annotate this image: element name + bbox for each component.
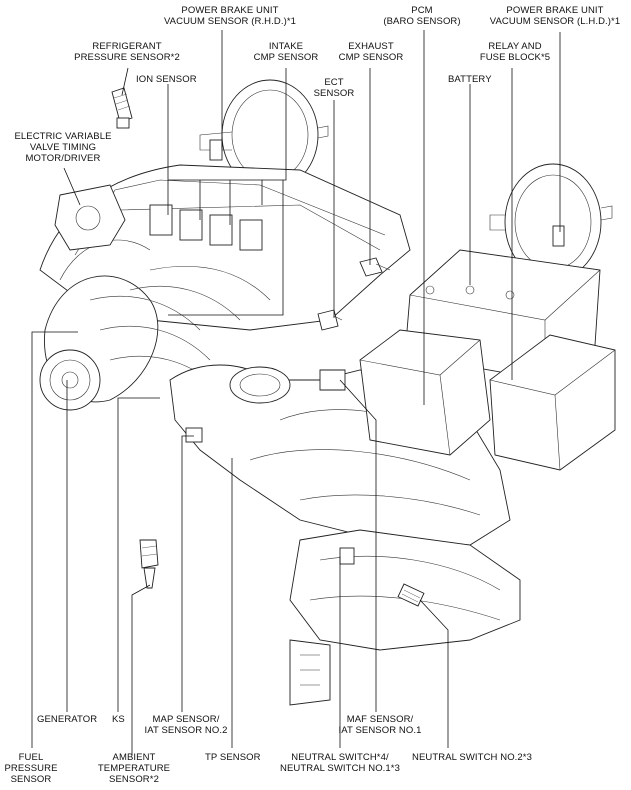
label-generator: GENERATOR (37, 714, 98, 725)
ambient-temperature-sensor (139, 539, 159, 589)
relay-fuse-block (489, 334, 616, 471)
label-map-sensor-iat-sensor-no2: MAP SENSOR/ IAT SENSOR NO.2 (144, 714, 228, 736)
label-power-brake-vacuum-sensor-rhd: POWER BRAKE UNIT VACUUM SENSOR (R.H.D.)*… (163, 5, 297, 27)
neutral-switch-2 (397, 583, 425, 607)
brake-booster-rhd (199, 79, 329, 191)
label-tp-sensor: TP SENSOR (205, 752, 261, 763)
label-ion-sensor: ION SENSOR (136, 74, 197, 85)
label-intake-cmp-sensor: INTAKE CMP SENSOR (253, 41, 319, 63)
pcm-unit (359, 329, 491, 456)
label-neutral-switch-no1: NEUTRAL SWITCH*4/ NEUTRAL SWITCH NO.1*3 (280, 752, 400, 774)
leader-lines (31, 30, 561, 755)
map-sensor (185, 427, 203, 443)
label-refrigerant-pressure-sensor: REFRIGERANT PRESSURE SENSOR*2 (74, 41, 180, 63)
refrigerant-pressure-sensor (111, 87, 133, 129)
label-ambient-temperature-sensor: AMBIENT TEMPERATURE SENSOR*2 (97, 752, 171, 785)
label-electric-variable-valve-timing-motor-driver: ELECTRIC VARIABLE VALVE TIMING MOTOR/DRI… (14, 131, 112, 164)
label-maf-sensor-iat-sensor-no1: MAF SENSOR/ IAT SENSOR NO.1 (338, 714, 422, 736)
label-ect-sensor: ECT SENSOR (313, 77, 355, 99)
generator (39, 349, 101, 411)
neutral-switch-1 (339, 547, 355, 565)
label-ks: KS (112, 714, 125, 725)
label-pcm-baro-sensor: PCM (BARO SENSOR) (383, 5, 461, 27)
label-exhaust-cmp-sensor: EXHAUST CMP SENSOR (338, 41, 404, 63)
ect-sensor (317, 309, 343, 331)
label-neutral-switch-no2: NEUTRAL SWITCH NO.2*3 (412, 752, 532, 763)
label-relay-fuse-block: RELAY AND FUSE BLOCK*5 (479, 41, 551, 63)
label-battery: BATTERY (448, 74, 492, 85)
label-fuel-pressure-sensor: FUEL PRESSURE SENSOR (4, 752, 58, 785)
transaxle (289, 529, 521, 706)
engine-block (39, 164, 411, 403)
label-power-brake-vacuum-sensor-lhd: POWER BRAKE UNIT VACUUM SENSOR (L.H.D.)*… (489, 5, 621, 27)
exhaust-cmp-sensor (359, 257, 391, 277)
